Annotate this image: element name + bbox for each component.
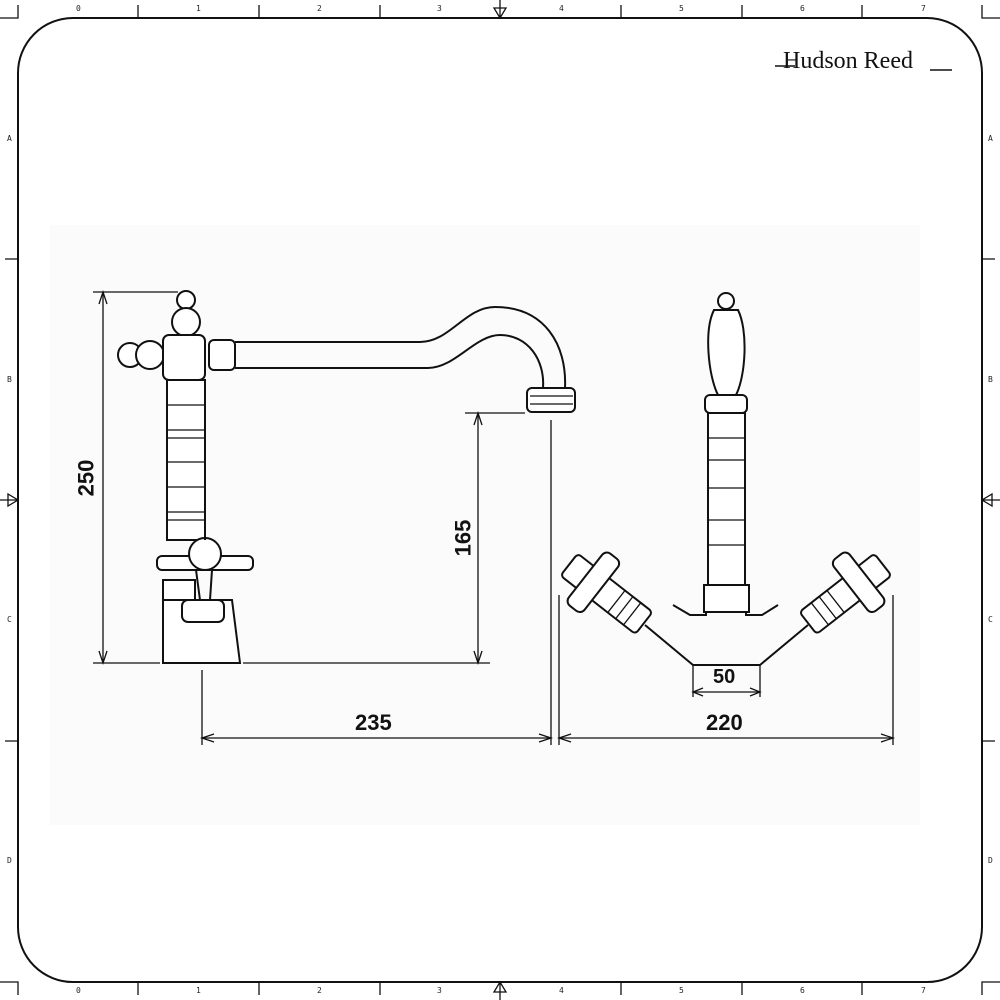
ruler-col-label: 3 — [437, 4, 442, 13]
dimension-handle-span: 220 — [706, 710, 743, 735]
ruler-col-label: 5 — [679, 4, 684, 13]
ruler-row-label: D — [7, 856, 12, 865]
ruler-row-label: C — [7, 615, 12, 624]
ruler-row-label: B — [7, 375, 12, 384]
ruler-row-label: C — [988, 615, 993, 624]
ruler-col-label: 0 — [76, 4, 81, 13]
ruler-row-label: B — [988, 375, 993, 384]
ruler-col-label: 2 — [317, 986, 322, 995]
ruler-col-label: 5 — [679, 986, 684, 995]
tap-front-view — [561, 292, 891, 666]
ruler-row-label: A — [7, 134, 12, 143]
ruler-col-label: 0 — [76, 986, 81, 995]
dimension-lines — [93, 65, 952, 745]
dimension-base-width: 50 — [713, 666, 736, 688]
ruler-row-label: A — [988, 134, 993, 143]
ruler-col-label: 7 — [921, 4, 926, 13]
ruler-col-label: 7 — [921, 986, 926, 995]
dimension-total-height: 250 — [73, 459, 99, 497]
tap-side-view — [117, 290, 576, 664]
ruler-col-label: 1 — [196, 986, 201, 995]
ruler-col-label: 4 — [559, 4, 564, 13]
ruler-col-label: 6 — [800, 4, 805, 13]
ruler-col-label: 1 — [196, 4, 201, 13]
dimension-spout-reach: 235 — [355, 710, 392, 735]
ruler-col-label: 6 — [800, 986, 805, 995]
ruler-row-label: D — [988, 856, 993, 865]
ruler-col-label: 4 — [559, 986, 564, 995]
ruler-col-label: 3 — [437, 986, 442, 995]
brand-logo: Hudson Reed — [783, 48, 913, 74]
dimension-spout-height: 165 — [450, 519, 476, 557]
ruler-col-label: 2 — [317, 4, 322, 13]
